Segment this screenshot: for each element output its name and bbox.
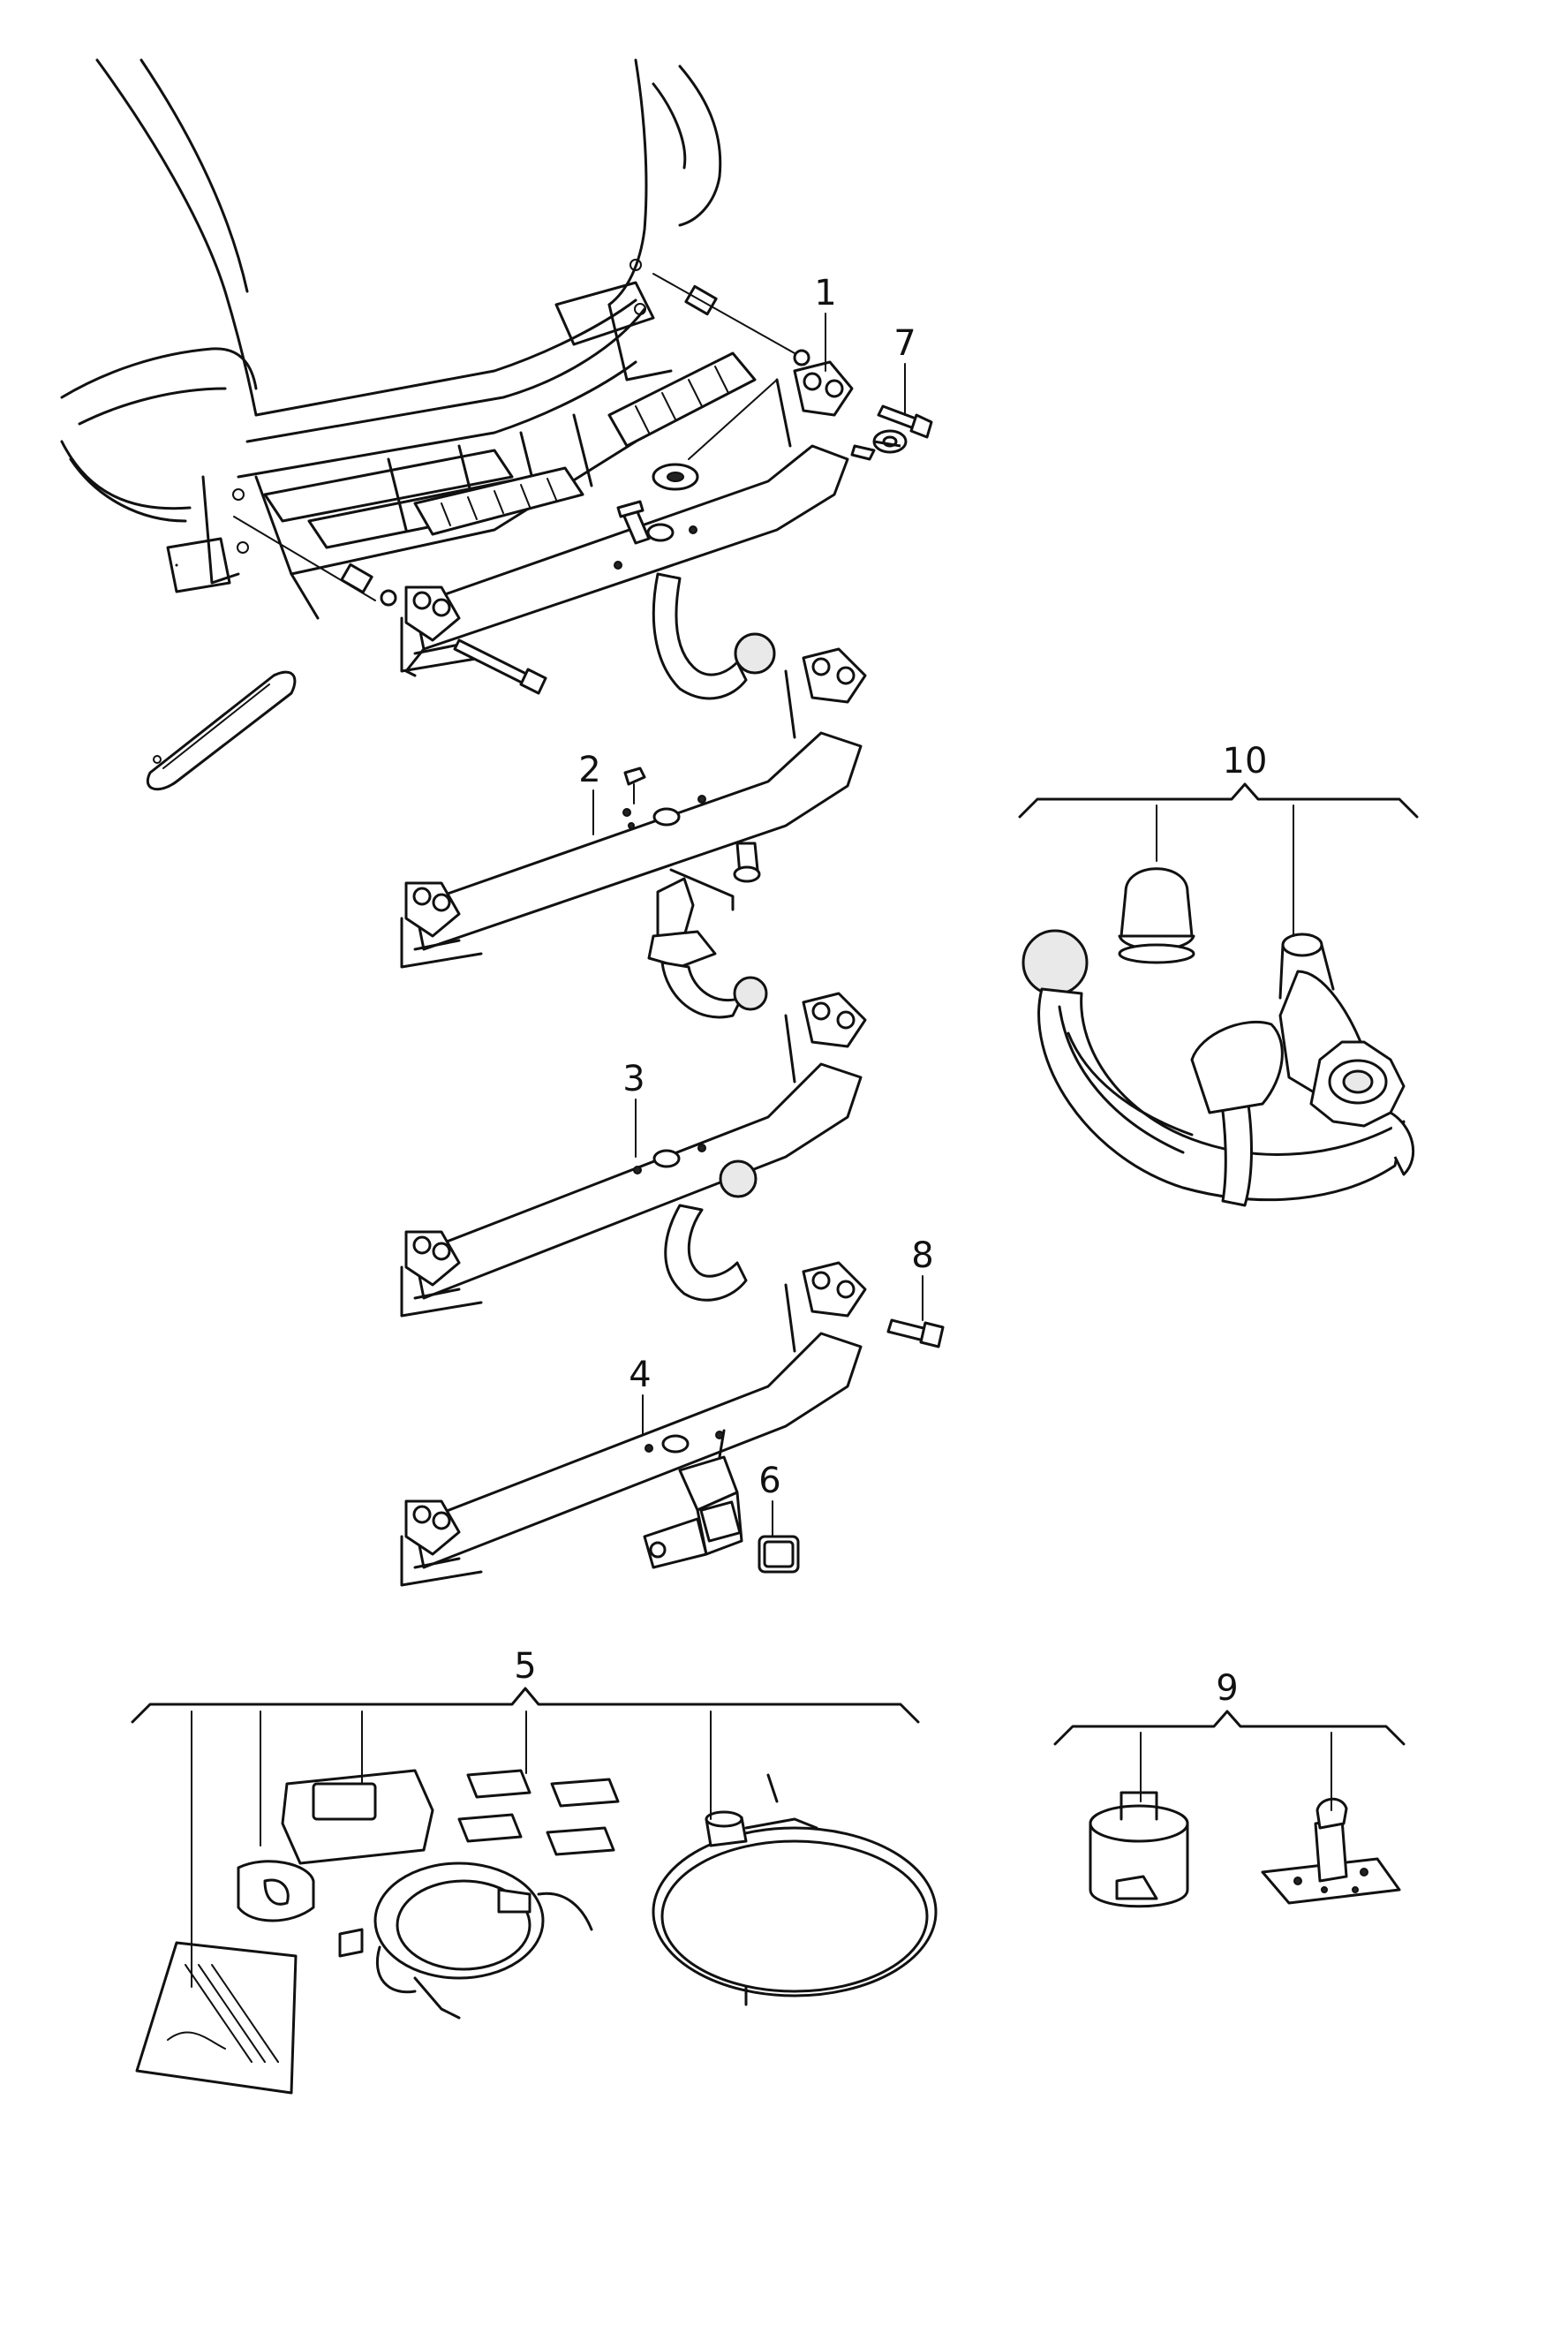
callout-7: 7 [893, 323, 916, 364]
crossmember-assembly-1 [400, 360, 933, 700]
bracket-line-9 [1053, 1710, 1406, 1746]
callout-10: 10 [1223, 741, 1268, 782]
vehicle-rear-body [60, 58, 810, 620]
detachable-tow-ball-kit [1021, 867, 1415, 1207]
crossmember-assembly-3 [400, 992, 867, 1318]
wiring-harness-kit [135, 1769, 938, 2095]
crossmember-assembly-2 [400, 647, 867, 1019]
callout-4: 4 [629, 1355, 651, 1395]
bracket-line-10 [1018, 782, 1419, 819]
callout-2: 2 [578, 750, 600, 790]
callout-1: 1 [814, 273, 836, 313]
callout-labels: 1 2 3 4 5 6 7 8 9 10 [514, 273, 1267, 1709]
bracket-line-5 [131, 1687, 920, 1724]
leader-lines-5 [191, 1711, 712, 1988]
crossmember-assembly-4 [400, 1261, 867, 1587]
trailer-socket-kit [1089, 1791, 1401, 1908]
callout-6: 6 [758, 1461, 780, 1501]
callout-leaders [592, 313, 923, 1537]
leader-lines-10 [1156, 804, 1294, 937]
callout-9: 9 [1216, 1668, 1238, 1709]
leader-lines-9 [1140, 1732, 1332, 1811]
callout-3: 3 [622, 1059, 645, 1099]
callout-8: 8 [911, 1235, 933, 1276]
hex-bolt-8 [886, 1318, 945, 1348]
reflector-panel [146, 670, 297, 791]
callout-5: 5 [514, 1646, 536, 1687]
